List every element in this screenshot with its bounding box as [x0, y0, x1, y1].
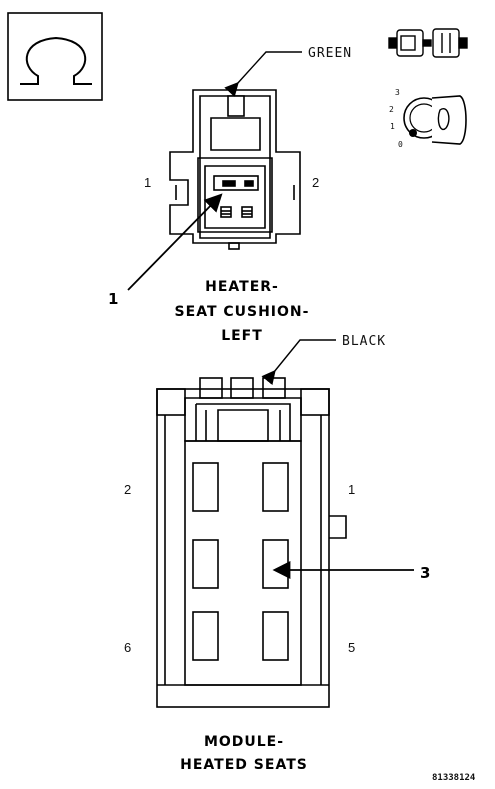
ohm-symbol-icon: [7, 12, 103, 101]
ignition-position-1: 1: [390, 122, 395, 131]
ignition-position-0: 0: [398, 140, 403, 149]
ignition-position-3: 3: [395, 88, 400, 97]
heater-seat-title-line-2: SEAT CUSHION-: [175, 304, 310, 320]
connector-pair-icon: [388, 28, 468, 58]
heated-seats-module-title: MODULE- HEATED SEATS: [180, 734, 308, 773]
heater-seat-title: HEATER- SEAT CUSHION- LEFT: [175, 279, 310, 344]
top-pin-1-label: 1: [144, 175, 151, 190]
heater-seat-title-line-3: LEFT: [221, 328, 263, 344]
green-color-leader: GREEN: [224, 46, 352, 97]
heater-seat-title-line-1: HEATER-: [205, 279, 279, 295]
bottom-pin-6-label: 6: [124, 640, 131, 655]
bottom-pin-2-label: 2: [124, 482, 131, 497]
black-color-leader: BLACK: [261, 334, 386, 386]
ignition-key-icon: 3 2 1 0: [389, 88, 467, 149]
green-color-label: GREEN: [308, 46, 352, 61]
callout-1-label: 1: [108, 290, 118, 308]
bottom-pin-1-label: 1: [348, 482, 355, 497]
figure-id: 81338124: [432, 773, 476, 783]
callout-1-leader: 1: [108, 193, 223, 308]
bottom-pin-5-label: 5: [348, 640, 355, 655]
callout-3-leader: 3: [272, 561, 430, 582]
callout-3-label: 3: [420, 564, 430, 582]
black-color-label: BLACK: [342, 334, 386, 349]
module-title-line-1: MODULE-: [204, 734, 284, 750]
ignition-position-2: 2: [389, 105, 394, 114]
module-title-line-2: HEATED SEATS: [180, 757, 308, 773]
heater-seat-connector: [169, 89, 301, 250]
heated-seats-module-connector: [156, 377, 347, 708]
top-pin-2-label: 2: [312, 175, 319, 190]
